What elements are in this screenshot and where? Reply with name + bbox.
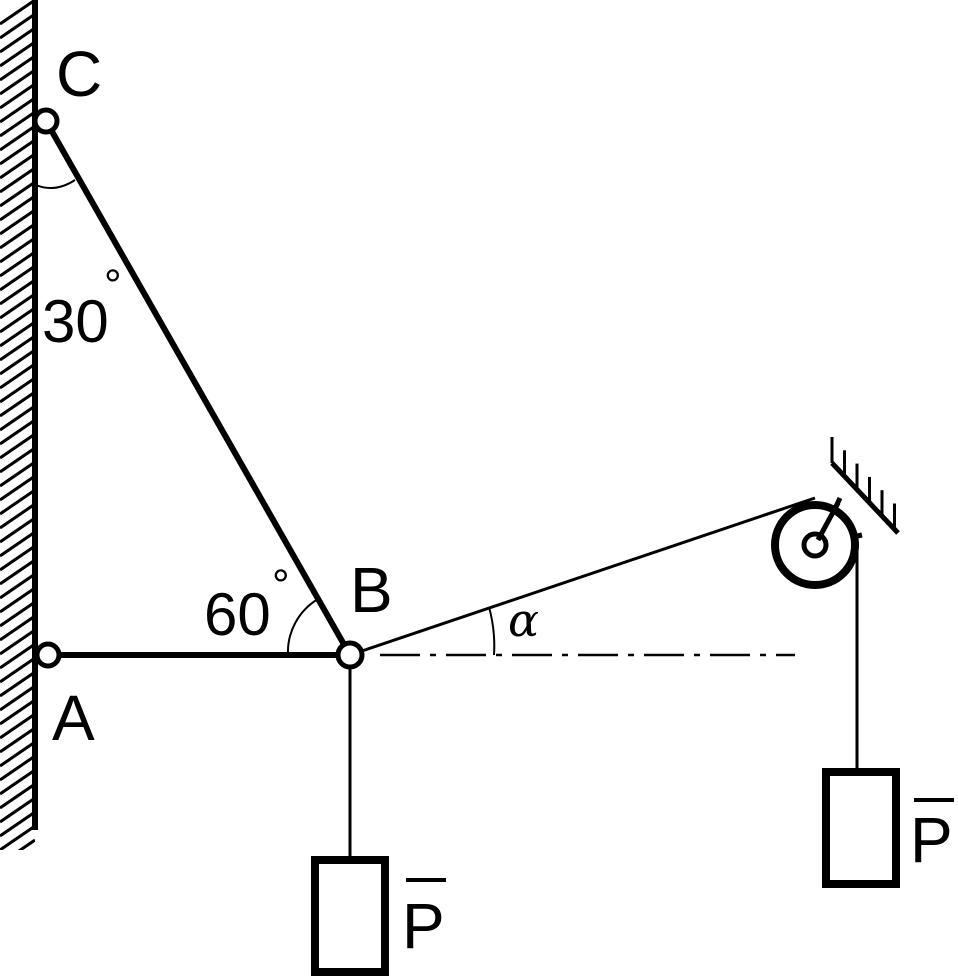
hatch-line — [0, 754, 35, 782]
hatch-line — [0, 404, 35, 432]
hatch-line — [0, 180, 35, 208]
hatch-line — [0, 250, 35, 278]
rod-cb — [43, 119, 353, 657]
hatch-line — [0, 446, 35, 474]
hinge-b — [335, 640, 365, 670]
hatch-line — [0, 824, 35, 850]
hatch-line — [0, 124, 35, 152]
hatch-line — [0, 376, 35, 404]
hatch-line — [0, 292, 35, 320]
hatch-line — [0, 222, 35, 250]
hatch-line — [0, 278, 35, 306]
angle-label-30: 30 — [42, 288, 109, 355]
hatch-line — [0, 334, 35, 362]
svg-text:P: P — [910, 804, 953, 876]
hatch-line — [0, 712, 35, 740]
hatch-line — [0, 684, 35, 712]
hatch-line — [0, 194, 35, 222]
hatch-line — [0, 600, 35, 628]
hatch-line — [0, 54, 35, 82]
hatch-line — [0, 488, 35, 516]
angle-arc-30 — [35, 179, 76, 190]
degree-mark-60: ° — [272, 561, 290, 610]
hatch-line — [0, 642, 35, 670]
angle-arc-60 — [286, 598, 319, 656]
hatch-line — [0, 740, 35, 768]
hatch-line — [0, 544, 35, 572]
hatch-line — [0, 348, 35, 376]
label-c: C — [56, 38, 102, 110]
hatch-line — [0, 362, 35, 390]
hatch-line — [0, 656, 35, 684]
hatch-line — [0, 502, 35, 530]
svg-text:P: P — [402, 890, 445, 962]
hatch-line — [0, 558, 35, 586]
hatch-line — [0, 68, 35, 96]
hatch-line — [0, 306, 35, 334]
load-label-left: P — [402, 878, 446, 962]
hatch-line — [0, 264, 35, 292]
hatch-line — [0, 614, 35, 642]
pulley-spoke — [815, 501, 841, 542]
hatch-line — [0, 12, 35, 40]
wall — [0, 0, 38, 892]
hatch-line — [0, 782, 35, 810]
hatch-line — [0, 0, 35, 26]
degree-mark-30: ° — [104, 261, 122, 310]
hatch-line — [0, 40, 35, 68]
wall-hatching — [0, 0, 35, 892]
hinge-c — [32, 107, 60, 135]
label-a: A — [52, 682, 95, 754]
hatch-line — [0, 138, 35, 166]
angle-arc-alpha — [488, 606, 496, 656]
angle-label-60: 60 — [204, 581, 271, 648]
hatch-line — [0, 432, 35, 460]
hatch-line — [0, 670, 35, 698]
load-label-right: P — [910, 798, 954, 876]
weight-box-left — [311, 856, 389, 976]
hatch-line — [0, 82, 35, 110]
pulley-axle — [801, 531, 829, 559]
hatch-line — [0, 768, 35, 796]
hatch-line — [0, 208, 35, 236]
hatch-line — [0, 110, 35, 138]
hatch-line — [0, 474, 35, 502]
cable-b-to-pulley — [349, 496, 816, 657]
hatch-line — [0, 698, 35, 726]
label-b: B — [350, 554, 393, 626]
hatch-line — [0, 586, 35, 614]
hatch-line — [0, 572, 35, 600]
hatch-line — [0, 390, 35, 418]
hinge-a — [34, 641, 62, 669]
hatch-line — [0, 628, 35, 656]
hatch-line — [0, 726, 35, 754]
hatch-line — [0, 26, 35, 54]
hatch-line — [0, 810, 35, 838]
hatch-line — [0, 530, 35, 558]
hatch-line — [0, 96, 35, 124]
hatch-line — [0, 418, 35, 446]
hatch-line — [0, 320, 35, 348]
weight-box-right — [822, 768, 900, 888]
hatch-line — [17, 838, 35, 850]
hatch-line — [0, 868, 35, 892]
hatch-line — [0, 166, 35, 194]
hatch-line — [0, 516, 35, 544]
hatch-line — [0, 796, 35, 824]
hatch-line — [0, 460, 35, 488]
angle-label-alpha: α — [508, 593, 539, 647]
hatch-line — [0, 236, 35, 264]
hatch-line — [0, 152, 35, 180]
hatch-line — [0, 854, 35, 878]
